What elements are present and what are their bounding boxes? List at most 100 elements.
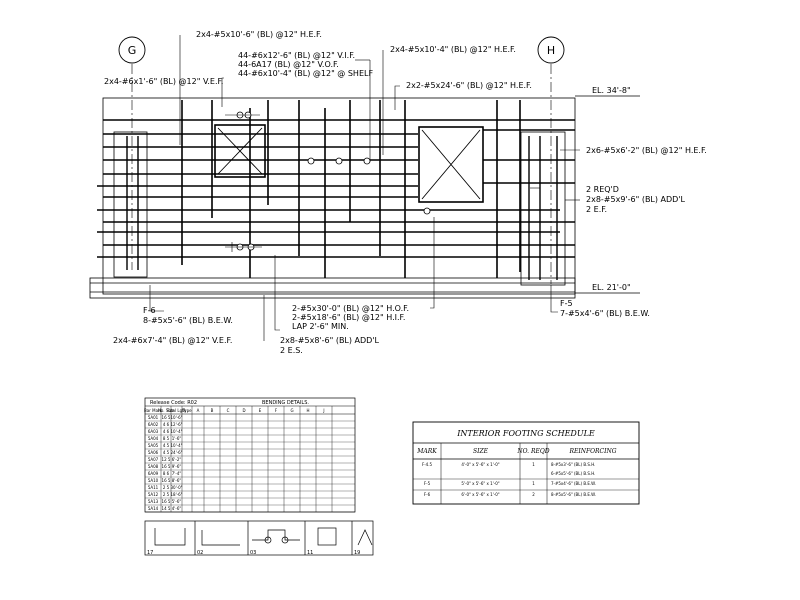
bending-header-cell: No. Size [158,408,175,413]
bending-header-cell: Total Lgth [166,408,187,413]
elevation-bottom: EL. 21'-0" [592,283,631,292]
bending-header-cell: A [197,408,200,413]
bending-cell: 5A12 [148,492,159,497]
bending-header-cell: G [290,408,293,413]
leader-lines [149,35,580,341]
bending-cell: 12'-6" [170,422,182,427]
callout-13b: 2-#5x18'-6" (BL) @12" H.I.F. [292,313,405,322]
callout-12a: 2x8-#5x8'-6" (BL) ADD'L [280,336,380,345]
bend-type-11-shape [317,527,337,546]
bending-cell: 8'-6" [172,478,182,483]
bending-cell: 4'-6" [172,506,182,511]
bending-cell: 5A05 [148,443,159,448]
bend-type-label: 19 [354,550,360,556]
bending-cell: 5A14 [148,506,159,511]
footing-cell: 8-#5x3'-6" (BL) B.S.H. [551,462,595,467]
footing-band [89,277,576,299]
bend-type-03-shape [252,529,300,544]
bending-cell: 4 5 [163,450,170,455]
footing-cell: 4'-0" x 5'-6" x 1'-0" [461,462,499,467]
bending-schedule-title: BENDING DETAILS. [262,400,309,406]
bending-cell: 5A04 [148,436,159,441]
bending-header-cell: D [242,408,245,413]
footing-cell: 1 [532,481,535,486]
bending-cell: 6A09 [148,471,159,476]
bending-cell: 24'-6" [170,450,182,455]
bending-cell: 14 5 [162,506,171,511]
wall-elevation [89,35,640,341]
pilaster-h [520,131,566,286]
bend-type-17-shape [154,528,186,546]
bending-cell: 5A08 [148,464,159,469]
footing-header-cell: SIZE [473,448,489,455]
bending-cell: 4 5 [163,443,170,448]
bending-header-cell: B [211,408,214,413]
grid-centerlines [131,64,552,284]
footing-schedule-title: INTERIOR FOOTING SCHEDULE [456,429,595,438]
footing-header-cell: MARK [416,448,437,455]
bending-cell: 5'-6" [172,499,182,504]
bending-cell: 7'-4" [172,471,182,476]
bending-cell: 1'-6" [172,436,182,441]
callout-13a: 2-#5x30'-0" (BL) @12" H.O.F. [292,304,409,313]
callout-11: 2x4-#6x7'-4" (BL) @12" V.E.F. [113,336,232,345]
callout-13c: LAP 2'-6" MIN. [292,322,349,331]
bend-type-strip [144,520,374,556]
callout-5: 2x4-#6x1'-6" (BL) @12" V.E.F. [104,77,223,86]
bend-type-19-shape [357,529,373,546]
bending-cell: 18'-6" [170,492,182,497]
footing-cell: F-6 [424,492,431,497]
callout-1: 2x4-#5x10'-6" (BL) @12" H.E.F. [196,30,322,39]
bend-type-label: 17 [147,550,153,556]
bending-cell: 6A03 [148,429,159,434]
rebar-callouts: 2x4-#5x10'-6" (BL) @12" H.E.F. 44-#6x12'… [104,30,707,355]
bending-header-cell: C [227,408,230,413]
footing-cell: F-5 [424,481,431,486]
bend-type-label: 11 [307,550,313,556]
callout-14b: 7-#5x4'-6" (BL) B.E.W. [560,309,650,318]
bending-cell: 6'-2" [172,457,182,462]
footing-cell: 1 [532,462,535,467]
callout-10b: 8-#5x5'-6" (BL) B.E.W. [143,316,233,325]
bending-header-cell: Bar Mark [144,408,163,413]
grid-bubble-h-label: H [547,44,555,57]
bar-sections [236,111,431,251]
bending-cell: 8 6 [163,471,170,476]
wall-outline [102,97,576,295]
bending-cell: 2 5 [163,492,170,497]
callout-14a: F-5 [560,299,573,308]
callout-8: 2x6-#5x6'-2" (BL) @12" H.E.F. [586,146,707,155]
bending-cell: 8 5 [163,436,170,441]
bending-cell: 2 5 [163,485,170,490]
bending-cell: 6A02 [148,422,159,427]
bending-cell: 5A01 [148,415,159,420]
footing-header-cell: NO. REQD [516,448,549,455]
footing-cell: 5'-0" x 5'-6" x 1'-0" [461,481,499,486]
grid-bubble-g [118,36,146,64]
callout-4: 44-#6x10'-4" (BL) @12" @ SHELF [238,69,373,78]
bending-cell: 16 5 [162,464,171,469]
horizontal-bars [97,119,575,258]
bending-cell: 16 5 [162,478,171,483]
bending-cell: 4 6 [163,429,170,434]
grid-bubble-h [537,36,565,64]
bending-cell: 5A10 [148,478,159,483]
footing-cell: 2 [532,492,535,497]
bending-cell: 16 5 [162,415,171,420]
bending-cell: 5A07 [148,457,159,462]
bending-cell: 5A11 [148,485,159,490]
vertical-bars [181,100,521,278]
